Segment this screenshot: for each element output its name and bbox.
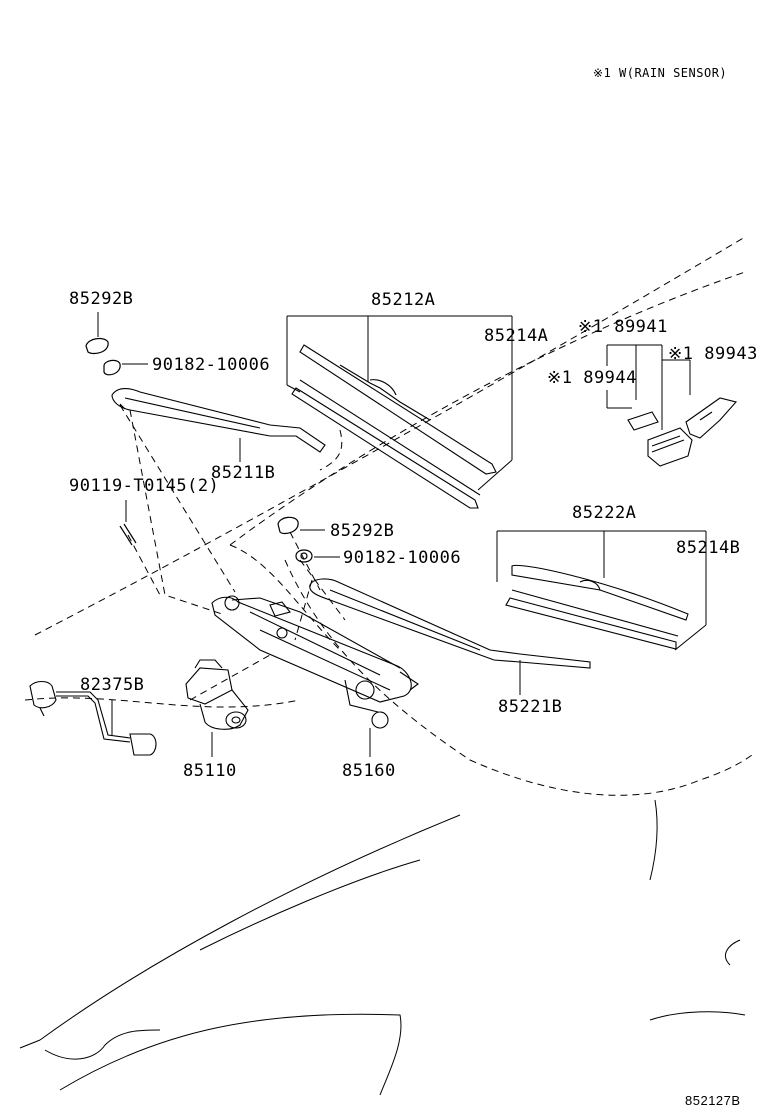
label-89944[interactable]: ※1 89944 [547,368,637,388]
bracket-85222A [496,530,707,651]
label-85292B-top[interactable]: 85292B [69,289,134,309]
car-body-lower [19,799,746,1096]
nut-90182-top [103,359,148,376]
bracket-rain-sensor [606,344,691,430]
label-85221B[interactable]: 85221B [498,697,563,717]
wiper-arm-85221B [309,578,591,695]
rain-sensor-parts [627,397,738,467]
label-90182-mid[interactable]: 90182-10006 [343,548,462,568]
rain-sensor-note: ※1 W(RAIN SENSOR) [593,66,728,80]
label-85212A[interactable]: 85212A [371,290,436,310]
car-body-outline [24,236,753,796]
wiper-arm-85211B [111,388,326,453]
cap-85292B-top [85,312,109,355]
label-85110[interactable]: 85110 [183,761,237,781]
label-85222A[interactable]: 85222A [572,503,637,523]
screw-90119 [119,500,137,546]
cap-85292B-mid [277,516,325,535]
bracket-85212A [286,315,513,491]
label-89943[interactable]: ※1 89943 [668,344,758,364]
label-90182-top[interactable]: 90182-10006 [152,355,271,375]
label-85211B[interactable]: 85211B [211,463,276,483]
label-89941[interactable]: ※1 89941 [578,317,668,337]
wiper-motor-85110 [185,659,249,757]
wiper-blade-85212A [291,344,497,509]
hose-82375B [29,680,157,756]
label-85160[interactable]: 85160 [342,761,396,781]
label-85214B[interactable]: 85214B [676,538,741,558]
label-82375B[interactable]: 82375B [80,675,145,695]
diagram-reference-id: 852127B [685,1093,741,1108]
label-85214A[interactable]: 85214A [484,326,549,346]
nut-90182-mid [295,549,340,563]
wiper-blade-85222A [505,564,689,650]
wiper-linkage-85160 [211,595,419,757]
label-90119[interactable]: 90119-T0145(2) [69,476,220,496]
label-85292B-mid[interactable]: 85292B [330,521,395,541]
